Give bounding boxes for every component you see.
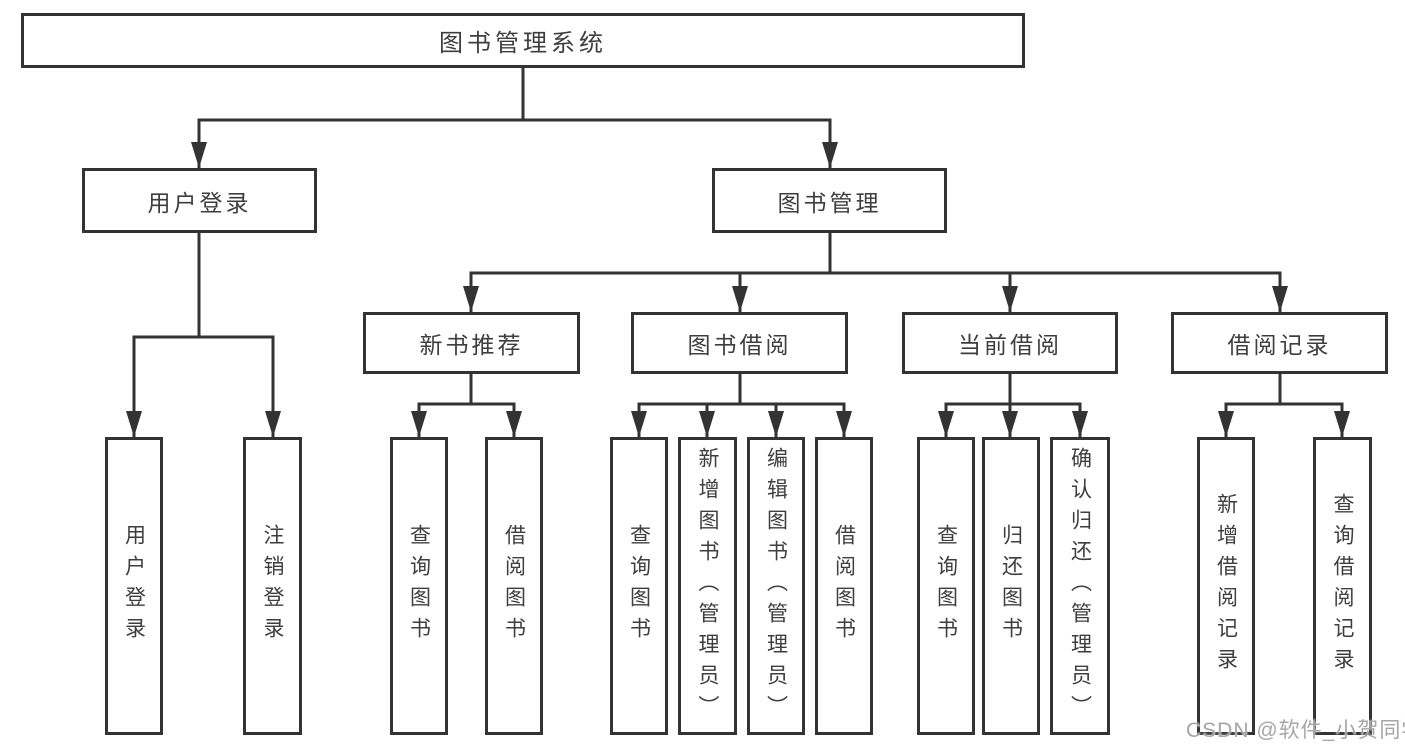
node-book-borrow: 图书借阅 xyxy=(631,312,848,374)
leaf-query-books-recommend-label: 查询图书 xyxy=(407,524,431,648)
leaf-borrow-books-label: 借阅图书 xyxy=(832,524,856,648)
node-new-book-recommend: 新书推荐 xyxy=(363,312,580,374)
node-current-borrow: 当前借阅 xyxy=(902,312,1118,374)
leaf-add-book-admin: 新增图书（管理员） xyxy=(678,437,737,735)
leaf-query-books-borrow: 查询图书 xyxy=(610,437,668,735)
leaf-query-books-current: 查询图书 xyxy=(917,437,975,735)
leaf-user-login: 用户登录 xyxy=(105,437,163,735)
leaf-borrow-books: 借阅图书 xyxy=(815,437,873,735)
node-root-label: 图书管理系统 xyxy=(439,30,607,57)
leaf-edit-book-admin: 编辑图书（管理员） xyxy=(747,437,805,735)
node-borrow-records-label: 借阅记录 xyxy=(1227,332,1332,358)
leaf-logout: 注销登录 xyxy=(243,437,302,735)
leaf-logout-label: 注销登录 xyxy=(261,524,284,648)
leaf-query-borrow-record-label: 查询借阅记录 xyxy=(1331,493,1354,679)
leaf-borrow-books-recommend: 借阅图书 xyxy=(485,437,543,735)
leaf-add-book-admin-label: 新增图书（管理员） xyxy=(696,446,719,726)
leaf-query-books-borrow-label: 查询图书 xyxy=(627,524,651,648)
leaf-return-book: 归还图书 xyxy=(982,437,1040,735)
leaf-confirm-return-admin: 确认归还（管理员） xyxy=(1050,437,1110,735)
leaf-confirm-return-admin-label: 确认归还（管理员） xyxy=(1068,446,1092,726)
node-current-borrow-label: 当前借阅 xyxy=(958,332,1062,358)
node-new-book-recommend-label: 新书推荐 xyxy=(419,332,524,358)
leaf-user-login-label: 用户登录 xyxy=(122,524,146,648)
leaf-add-borrow-record-label: 新增借阅记录 xyxy=(1214,493,1238,679)
node-book-borrow-label: 图书借阅 xyxy=(687,332,792,358)
node-book-management: 图书管理 xyxy=(712,168,947,233)
leaf-return-book-label: 归还图书 xyxy=(999,524,1023,648)
node-book-management-label: 图书管理 xyxy=(777,189,882,216)
node-user-login-label: 用户登录 xyxy=(147,189,252,216)
node-user-login: 用户登录 xyxy=(82,168,317,233)
leaf-borrow-books-recommend-label: 借阅图书 xyxy=(502,524,526,648)
node-borrow-records: 借阅记录 xyxy=(1171,312,1388,374)
node-root: 图书管理系统 xyxy=(21,13,1025,68)
leaf-query-books-current-label: 查询图书 xyxy=(934,524,958,648)
leaf-query-books-recommend: 查询图书 xyxy=(390,437,448,735)
leaf-edit-book-admin-label: 编辑图书（管理员） xyxy=(764,446,788,726)
leaf-query-borrow-record: 查询借阅记录 xyxy=(1313,437,1372,735)
leaf-add-borrow-record: 新增借阅记录 xyxy=(1197,437,1255,735)
csdn-watermark: CSDN @软件_小贺同学 xyxy=(1186,719,1405,742)
